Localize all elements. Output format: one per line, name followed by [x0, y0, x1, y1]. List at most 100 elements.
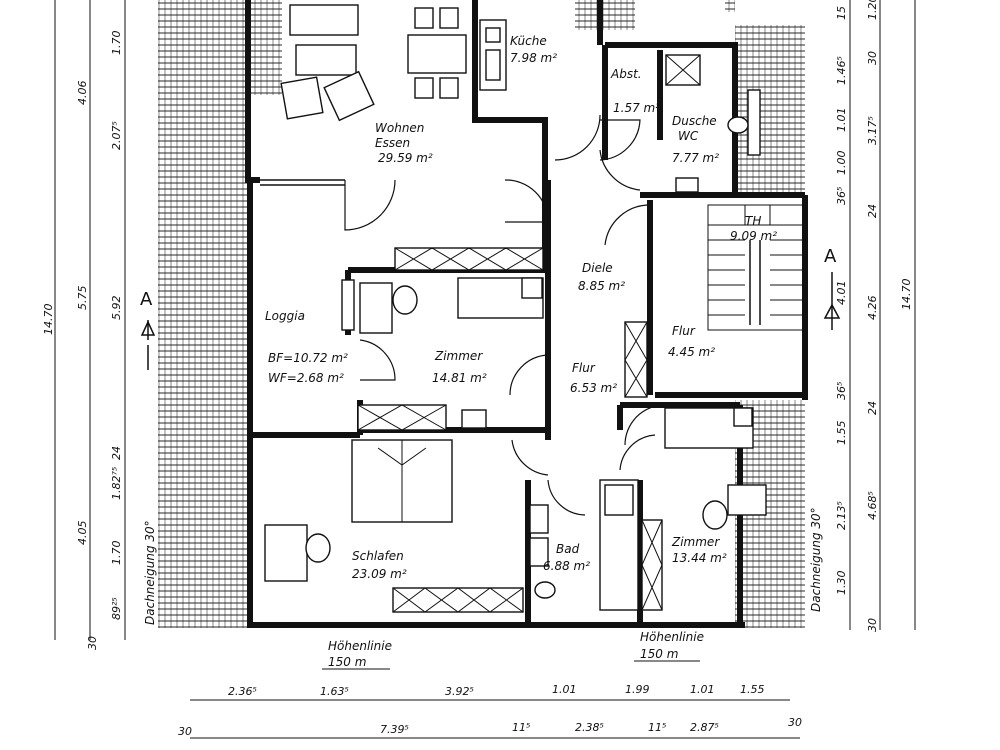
dachneigung-right: Dachneigung 30°	[809, 507, 823, 612]
svg-text:30: 30	[788, 716, 802, 729]
svg-text:4.26: 4.26	[866, 296, 879, 321]
svg-text:1.30: 1.30	[835, 571, 848, 596]
svg-text:4.05: 4.05	[76, 521, 89, 546]
dims-right: 1.46⁵ 1.01 1.00 36⁵ 4.01 36⁵ 1.55 2.13⁵ …	[835, 0, 913, 632]
svg-text:2.07⁵: 2.07⁵	[110, 121, 123, 150]
svg-text:Abst.: Abst.	[610, 67, 642, 81]
roof-left-hatch	[158, 0, 282, 628]
svg-text:6.53 m²: 6.53 m²	[570, 381, 617, 395]
svg-text:Dusche: Dusche	[672, 114, 717, 128]
svg-text:2.38⁵: 2.38⁵	[575, 721, 604, 734]
svg-text:TH: TH	[745, 214, 761, 228]
svg-text:Küche: Küche	[510, 34, 547, 48]
dimension-lines	[54, 0, 916, 739]
svg-text:14.70: 14.70	[42, 304, 55, 336]
svg-text:14.70: 14.70	[900, 279, 913, 311]
section-a-right: A	[824, 246, 837, 267]
room-zimmer-2: Zimmer 13.44 m²	[671, 535, 727, 565]
room-loggia: Loggia BF=10.72 m² WF=2.68 m²	[265, 309, 348, 385]
svg-text:1.70: 1.70	[110, 31, 123, 56]
svg-text:2.36⁵: 2.36⁵	[228, 685, 257, 698]
svg-text:4.45 m²: 4.45 m²	[668, 345, 715, 359]
svg-text:6.88 m²: 6.88 m²	[543, 559, 590, 573]
svg-text:4.06: 4.06	[76, 81, 89, 106]
section-markers	[140, 272, 841, 370]
room-flur-1: Flur 4.45 m²	[668, 324, 715, 359]
svg-text:Flur: Flur	[572, 361, 596, 375]
svg-text:13.44 m²: 13.44 m²	[672, 551, 727, 565]
svg-text:1.82⁷⁵: 1.82⁷⁵	[110, 467, 123, 500]
svg-text:3.17⁵: 3.17⁵	[866, 116, 879, 145]
svg-text:1.00: 1.00	[835, 151, 848, 176]
room-wohnen: Wohnen Essen 29.59 m²	[375, 121, 433, 165]
svg-text:WF=2.68 m²: WF=2.68 m²	[268, 371, 344, 385]
svg-text:15: 15	[835, 6, 848, 20]
svg-text:Essen: Essen	[375, 136, 410, 150]
svg-text:Diele: Diele	[582, 261, 613, 275]
svg-text:1.57 m²: 1.57 m²	[613, 101, 660, 115]
svg-text:1.63⁵: 1.63⁵	[320, 685, 349, 698]
svg-text:BF=10.72 m²: BF=10.72 m²	[268, 351, 348, 365]
svg-text:1.55: 1.55	[835, 421, 848, 446]
room-abst: Abst. 1.57 m²	[610, 67, 660, 115]
svg-text:24: 24	[866, 204, 879, 218]
room-zimmer-1: Zimmer 14.81 m²	[432, 349, 487, 385]
svg-text:3.92⁵: 3.92⁵	[445, 685, 474, 698]
room-dusche: Dusche WC 7.77 m²	[672, 114, 719, 165]
svg-text:Flur: Flur	[672, 324, 696, 338]
svg-text:24: 24	[110, 446, 123, 460]
svg-text:29.59 m²: 29.59 m²	[378, 151, 433, 165]
svg-text:7.98 m²: 7.98 m²	[510, 51, 557, 65]
svg-text:1.01: 1.01	[835, 108, 848, 133]
windows	[341, 89, 761, 613]
svg-text:36⁵: 36⁵	[835, 187, 848, 205]
room-th: TH 9.09 m²	[730, 214, 777, 243]
svg-text:Zimmer: Zimmer	[671, 535, 720, 549]
hoehenlinie-left-label: Höhenlinie	[328, 639, 392, 653]
svg-text:1.99: 1.99	[625, 683, 650, 696]
svg-text:24: 24	[866, 401, 879, 415]
svg-text:36⁵: 36⁵	[835, 382, 848, 400]
staircase	[707, 204, 804, 331]
svg-text:Zimmer: Zimmer	[434, 349, 483, 363]
svg-text:30: 30	[86, 636, 99, 650]
svg-text:1.20: 1.20	[866, 0, 879, 20]
svg-text:1.01: 1.01	[552, 683, 577, 696]
svg-text:1.70: 1.70	[110, 541, 123, 566]
svg-text:1.46⁵: 1.46⁵	[835, 56, 848, 85]
svg-text:1.01: 1.01	[690, 683, 715, 696]
svg-text:Bad: Bad	[556, 542, 580, 556]
dims-left: 14.70 4.06 5.75 4.05 1.70 2.07⁵ 5.92 24 …	[42, 31, 123, 651]
room-bad: Bad 6.88 m²	[543, 542, 590, 573]
room-diele: Diele 8.85 m²	[578, 261, 625, 293]
svg-text:7.39⁵: 7.39⁵	[380, 723, 409, 736]
svg-text:9.09 m²: 9.09 m²	[730, 229, 777, 243]
hoehenlinie-right-value: 150 m	[640, 647, 678, 661]
svg-text:4.01: 4.01	[835, 281, 848, 306]
svg-text:89²⁵: 89²⁵	[110, 597, 123, 620]
room-schlafen: Schlafen 23.09 m²	[352, 549, 407, 581]
svg-text:30: 30	[866, 51, 879, 65]
room-labels: Wohnen Essen 29.59 m² Küche 7.98 m² Abst…	[265, 34, 777, 581]
doors	[344, 114, 666, 516]
svg-text:1.55: 1.55	[740, 683, 765, 696]
svg-text:Schlafen: Schlafen	[352, 549, 404, 563]
furniture	[264, 4, 767, 611]
svg-text:30: 30	[178, 725, 192, 738]
hoehenlinie-right-label: Höhenlinie	[640, 630, 704, 644]
svg-text:2.13⁵: 2.13⁵	[835, 501, 848, 530]
svg-text:23.09 m²: 23.09 m²	[352, 567, 407, 581]
annotations: Höhenlinie 150 m Höhenlinie 150 m Dachne…	[140, 246, 837, 670]
room-flur-2: Flur 6.53 m²	[570, 361, 617, 395]
svg-text:7.77 m²: 7.77 m²	[672, 151, 719, 165]
dims-bottom-row1: 2.36⁵ 1.63⁵ 3.92⁵ 1.01 1.99 1.01 1.55	[228, 683, 765, 698]
svg-text:30: 30	[866, 618, 879, 632]
svg-text:14.81 m²: 14.81 m²	[432, 371, 487, 385]
svg-text:2.87⁵: 2.87⁵	[690, 721, 719, 734]
svg-text:4.68⁵: 4.68⁵	[866, 491, 879, 520]
svg-text:5.75: 5.75	[76, 286, 89, 311]
svg-text:11⁵: 11⁵	[648, 721, 666, 734]
svg-text:Loggia: Loggia	[265, 309, 305, 323]
section-a-left: A	[140, 289, 153, 310]
